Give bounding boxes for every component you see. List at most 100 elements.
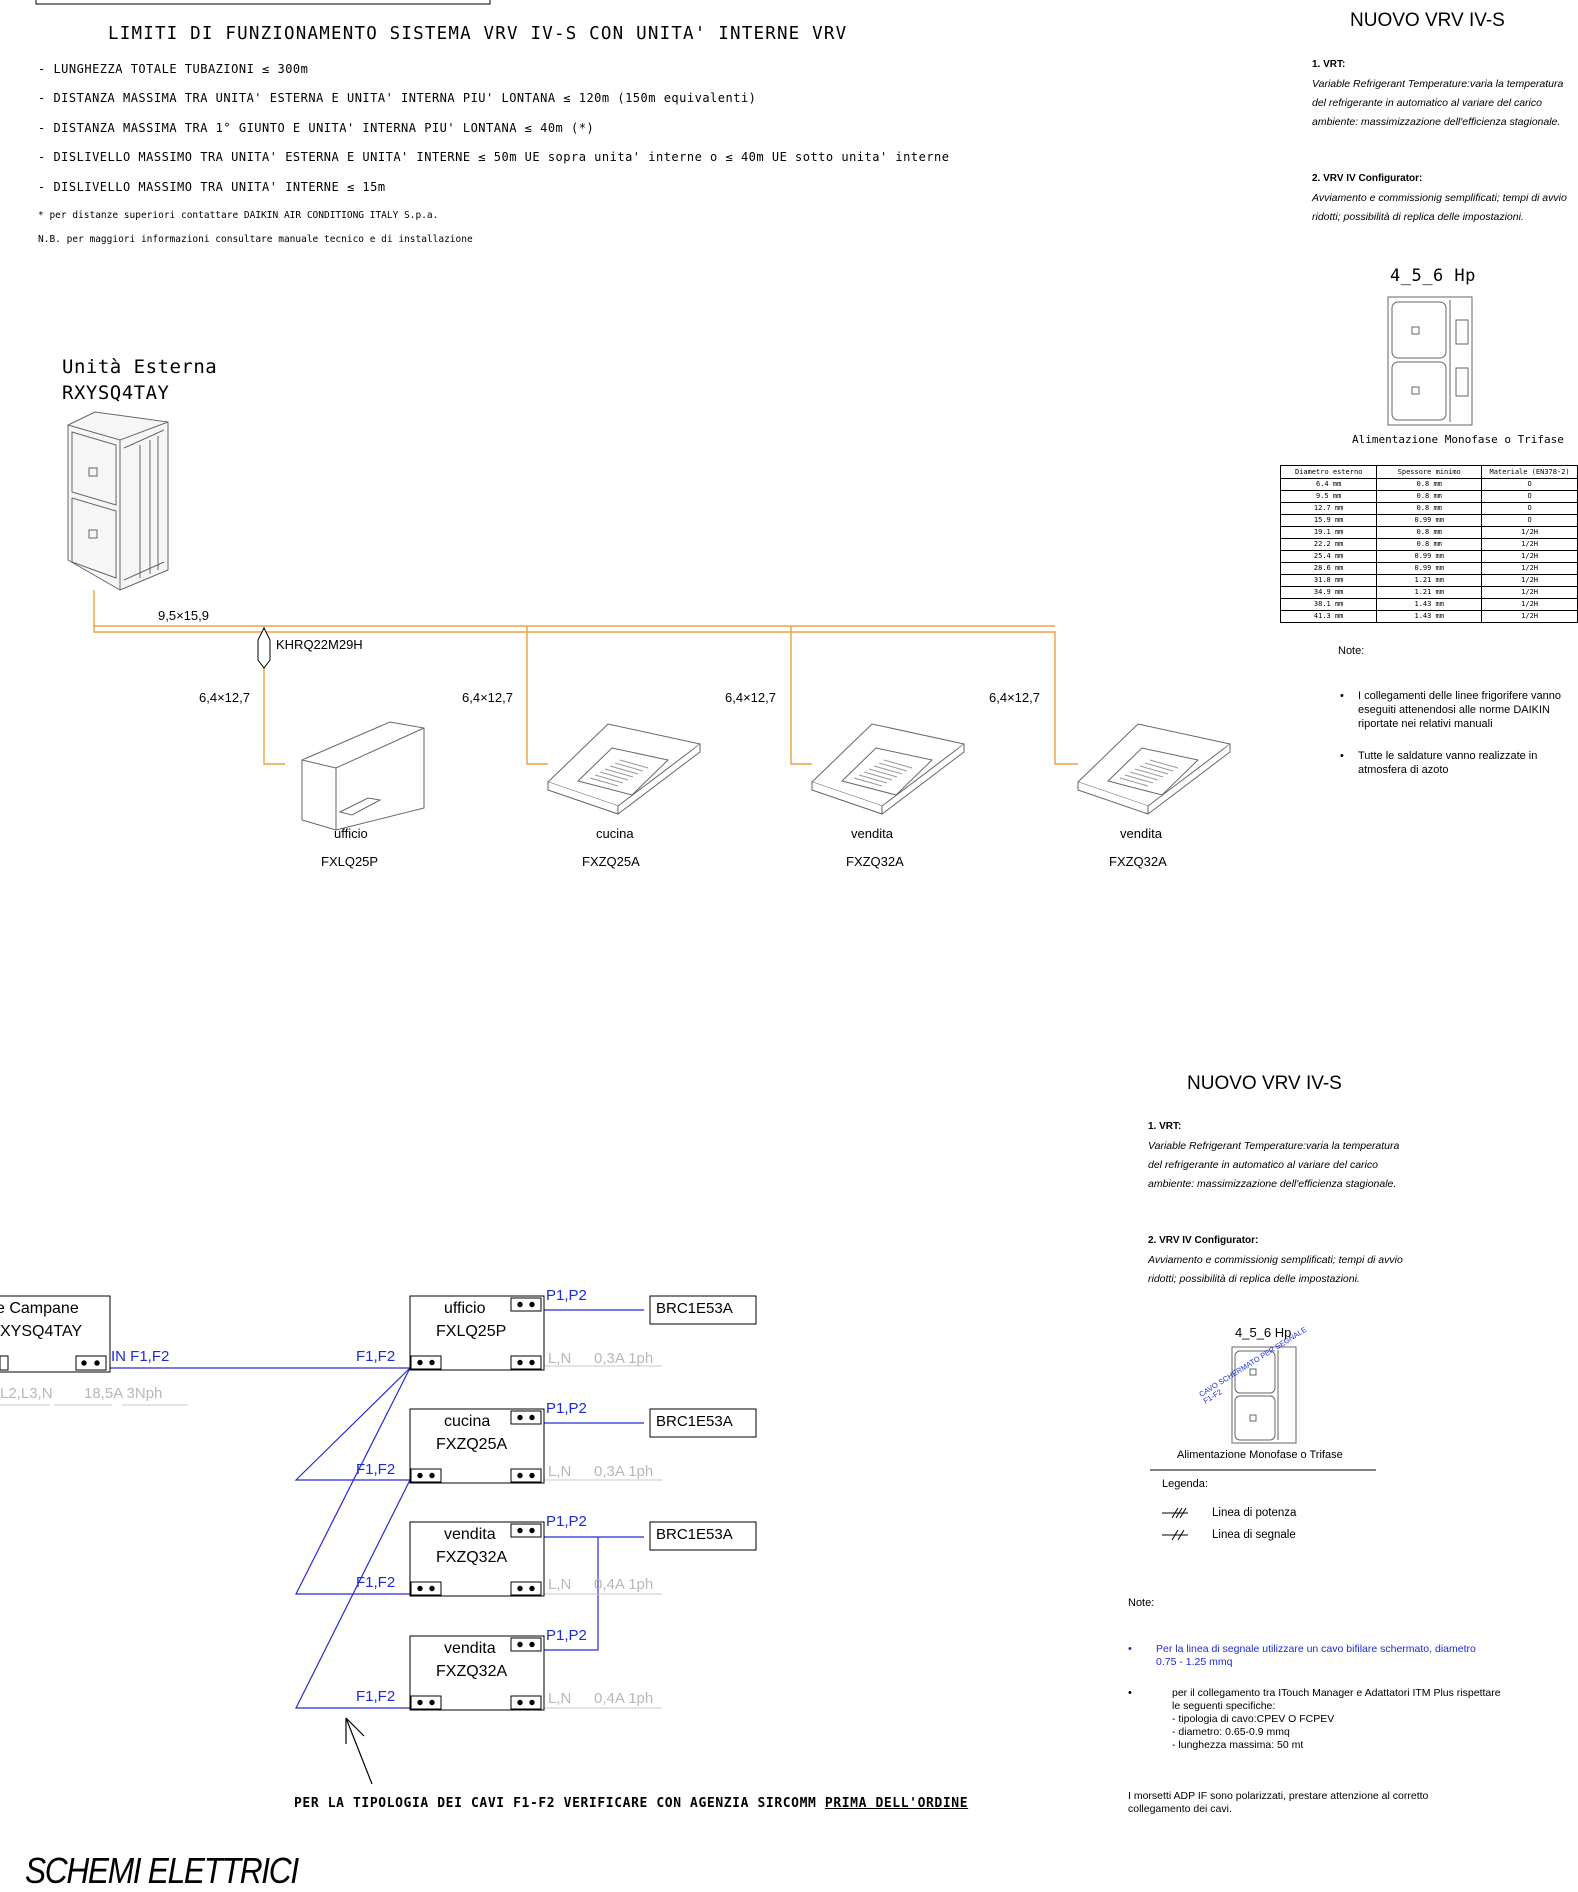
- table-cell: 1/2H: [1481, 538, 1578, 551]
- outdoor-unit-small-top: [1387, 296, 1473, 426]
- table-cell: 1/2H: [1481, 598, 1578, 611]
- note-line: - diametro: 0.65-0.9 mmq: [1172, 1726, 1290, 1738]
- table-cell: 1/2H: [1481, 526, 1578, 539]
- amp-label: 0,4A 1ph: [594, 1690, 654, 1707]
- info-title: NUOVO VRV IV-S: [1350, 10, 1505, 31]
- signal-wiring: [110, 1309, 644, 1709]
- table-cell: 1/2H: [1481, 562, 1578, 575]
- table-header: Spessore minimo: [1376, 465, 1483, 479]
- table-cell: 41.3 mm: [1279, 610, 1378, 623]
- f1f2-label: F1,F2: [356, 1461, 396, 1478]
- table-cell: 6.4 mm: [1279, 478, 1378, 491]
- p1p2-label: P1,P2: [546, 1287, 587, 1304]
- indoor-unit-1-drawing: [301, 721, 425, 831]
- branch-size: 6,4×12,7: [989, 690, 1040, 705]
- outdoor-amp-label: 18,5A 3Nph: [84, 1385, 163, 1402]
- branch-size: 6,4×12,7: [725, 690, 776, 705]
- outdoor-unit-drawing: [67, 411, 169, 591]
- info-s2-head: 2. VRV IV Configurator:: [1148, 1235, 1259, 1246]
- table-cell: 19.1 mm: [1279, 526, 1378, 539]
- table-header: Diametro esterno: [1279, 465, 1378, 479]
- info-s2-line: ridotti; possibilità di replica delle im…: [1148, 1273, 1360, 1285]
- indoor-electric-box: [409, 1295, 545, 1371]
- indoor-electric-room: ufficio: [444, 1300, 486, 1317]
- info-s1-line: Variable Refrigerant Temperature:varia l…: [1148, 1140, 1400, 1152]
- note-line: riportate nei relativi manuali: [1358, 718, 1493, 730]
- outdoor-power-label: L2,L3,N: [0, 1385, 53, 1402]
- indoor-electric-room: cucina: [444, 1413, 491, 1430]
- table-cell: 0.99 mm: [1376, 562, 1483, 575]
- hp-label: 4_5_6 Hp: [1235, 1325, 1292, 1340]
- indoor-electric-model: FXZQ32A: [436, 1549, 508, 1566]
- outdoor-electric-box: [0, 1295, 111, 1373]
- section-title: SCHEMI ELETTRICI: [25, 1850, 299, 1891]
- table-cell: 1/2H: [1481, 586, 1578, 599]
- limit-item: - LUNGHEZZA TOTALE TUBAZIONI ≤ 300m: [38, 62, 309, 76]
- table-cell: 25.4 mm: [1279, 550, 1378, 563]
- indoor-electric-model: FXLQ25P: [436, 1323, 507, 1340]
- table-cell: 31.8 mm: [1279, 574, 1378, 587]
- info-s1-line: Variable Refrigerant Temperature:varia l…: [1312, 78, 1564, 90]
- f1f2-label: F1,F2: [356, 1688, 396, 1705]
- table-cell: O: [1481, 478, 1578, 491]
- table-cell: O: [1481, 514, 1578, 527]
- hp-label: 4_5_6 Hp: [1390, 266, 1476, 286]
- limit-item: - DISLIVELLO MASSIMO TRA UNITA' ESTERNA …: [38, 150, 950, 164]
- note-line: Per la linea di segnale utilizzare un ca…: [1156, 1643, 1476, 1655]
- remote-controller-label: BRC1E53A: [656, 1300, 733, 1317]
- legend-power: Linea di potenza: [1212, 1507, 1297, 1519]
- table-cell: 0.99 mm: [1376, 514, 1483, 527]
- warning-pre: PER LA TIPOLOGIA DEI CAVI F1-F2 VERIFICA…: [294, 1796, 825, 1811]
- pipe-spec-table: Diametro esterno Spessore minimo Materia…: [1279, 465, 1578, 623]
- ln-label: L,N: [548, 1576, 572, 1593]
- indoor-model: FXZQ25A: [582, 854, 640, 869]
- table-cell: 9.5 mm: [1279, 490, 1378, 503]
- limit-footnote: * per distanze superiori contattare DAIK…: [38, 210, 439, 221]
- note-line: per il collegamento tra ITouch Manager e…: [1172, 1687, 1501, 1699]
- table-cell: 0.8 mm: [1376, 526, 1483, 539]
- amp-label: 0,3A 1ph: [594, 1350, 654, 1367]
- table-cell: 15.9 mm: [1279, 514, 1378, 527]
- note-line: 0.75 - 1.25 mmq: [1156, 1656, 1233, 1668]
- indoor-electric-model: FXZQ32A: [436, 1663, 508, 1680]
- power-label: Alimentazione Monofase o Trifase: [1352, 433, 1564, 446]
- indoor-model: FXZQ32A: [846, 854, 904, 869]
- info-s2-head: 2. VRV IV Configurator:: [1312, 173, 1423, 184]
- outdoor-unit-small-bottom: [1231, 1346, 1297, 1444]
- table-cell: 1/2H: [1481, 550, 1578, 563]
- main-pipe-size: 9,5×15,9: [158, 608, 209, 623]
- note-line: Tutte le saldature vanno realizzate in: [1358, 750, 1538, 762]
- outdoor-electric-model: XYSQ4TAY: [0, 1323, 83, 1340]
- table-cell: 0.8 mm: [1376, 478, 1483, 491]
- footer-note: I morsetti ADP IF sono polarizzati, pres…: [1128, 1790, 1429, 1802]
- ln-label: L,N: [548, 1463, 572, 1480]
- branch-size: 6,4×12,7: [462, 690, 513, 705]
- note-line: - tipologia di cavo:CPEV O FCPEV: [1172, 1713, 1335, 1725]
- note-head: Note:: [1338, 645, 1365, 657]
- table-cell: O: [1481, 490, 1578, 503]
- p1p2-label: P1,P2: [546, 1627, 587, 1644]
- indoor-electric-box: [409, 1408, 545, 1484]
- refnet-joint-symbol: [257, 626, 271, 669]
- info-s2-line: ridotti; possibilità di replica delle im…: [1312, 211, 1524, 223]
- table-cell: 0.99 mm: [1376, 550, 1483, 563]
- joint-label: KHRQ22M29H: [276, 637, 363, 652]
- p1p2-label: P1,P2: [546, 1513, 587, 1530]
- indoor-electric-box: [409, 1635, 545, 1711]
- indoor-electric-room: vendita: [444, 1640, 496, 1657]
- indoor-cassette-drawing: [811, 723, 966, 815]
- indoor-room: vendita: [851, 826, 893, 841]
- info-s1-line: ambiente: massimizzazione dell'efficienz…: [1148, 1178, 1397, 1190]
- warning-text: PER LA TIPOLOGIA DEI CAVI F1-F2 VERIFICA…: [294, 1796, 968, 1811]
- table-header: Materiale (EN378-2): [1481, 465, 1578, 479]
- warning-emphasis: PRIMA DELL'ORDINE: [824, 1796, 969, 1811]
- note-line: I collegamenti delle linee frigorifere v…: [1358, 690, 1562, 702]
